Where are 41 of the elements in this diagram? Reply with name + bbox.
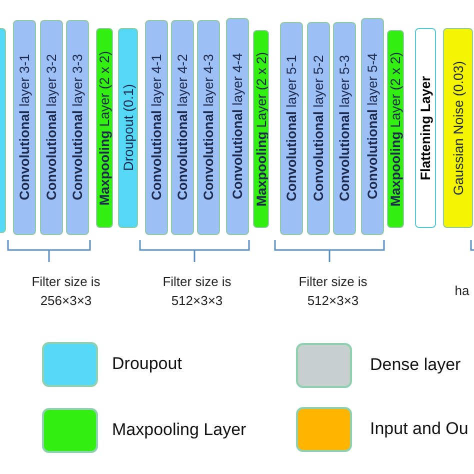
layer-label: Convolutional layer 4-2 bbox=[175, 54, 190, 201]
layer-label: Convolutional layer 4-1 bbox=[149, 54, 164, 201]
layer-label: Convolutional layer 5-3 bbox=[337, 55, 352, 202]
legend-label: Droupout bbox=[112, 354, 182, 374]
layer-label: Convolutional layer 5-2 bbox=[311, 55, 326, 202]
layer-bar bbox=[145, 20, 168, 235]
layer-bar bbox=[40, 20, 63, 235]
layer-bar bbox=[171, 20, 194, 235]
layer-bar bbox=[96, 28, 113, 228]
layer-label: Maxpooling Layer (2 x 2) bbox=[388, 52, 403, 206]
layer-label: Flattening Layer bbox=[418, 76, 433, 180]
legend-label: Dense layer bbox=[370, 355, 461, 375]
legend-label: Maxpooling Layer bbox=[112, 420, 246, 440]
layer-bar bbox=[387, 30, 404, 228]
filter-note: ha bbox=[454, 282, 470, 300]
legend-label: Input and Ou bbox=[370, 419, 468, 439]
layer-bar bbox=[118, 28, 138, 228]
layer-bar bbox=[253, 30, 269, 228]
layer-label: Convolutional layer 3-1 bbox=[17, 54, 32, 201]
layer-bar bbox=[443, 28, 473, 228]
filter-note: Filter size is 512×3×3 bbox=[162, 273, 232, 310]
layer-label: Convolutional layer 4-3 bbox=[201, 54, 216, 201]
layer-label: Gaussian Noise (0.03) bbox=[450, 60, 466, 196]
layer-label: Convolutional layer 5-1 bbox=[284, 55, 299, 202]
layer-label: Convolutional layer 3-3 bbox=[70, 54, 85, 201]
layer-bar bbox=[13, 20, 36, 235]
layer-label: Convolutional layer 5-4 bbox=[365, 53, 380, 200]
filter-note: Filter size is 512×3×3 bbox=[298, 273, 368, 310]
layer-bar bbox=[415, 28, 436, 228]
layer-bar bbox=[361, 18, 384, 235]
layer-label: Droupout (0.1) bbox=[120, 84, 136, 172]
layer-bar bbox=[226, 18, 249, 235]
layer-bar bbox=[333, 22, 356, 235]
layer-bar bbox=[307, 22, 330, 235]
layer-bar bbox=[197, 20, 220, 235]
layer-bar bbox=[66, 20, 89, 235]
layer-label: Maxpooling Layer (2 x 2) bbox=[97, 50, 112, 206]
layer-label: Convolutional layer 3-2 bbox=[44, 54, 59, 201]
layer-label: Convolutional layer 4-4 bbox=[230, 53, 245, 200]
filter-note: Filter size is 256×3×3 bbox=[30, 273, 102, 310]
layer-bar bbox=[280, 22, 303, 235]
